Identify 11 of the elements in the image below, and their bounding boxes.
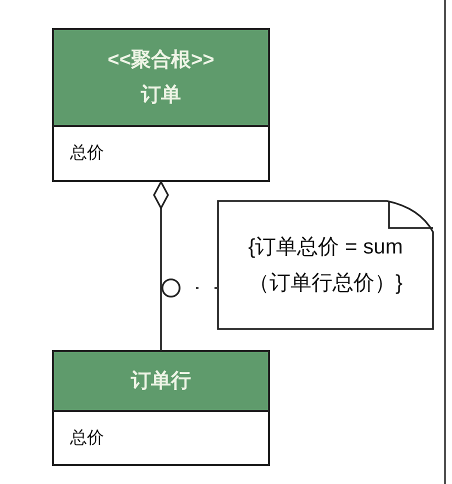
class-box — [52, 350, 270, 466]
note-box — [217, 200, 434, 330]
class-name: 订单行 — [131, 368, 191, 394]
attribute-text: 总价 — [70, 142, 104, 164]
aggregation-line — [153, 181, 169, 350]
class-box — [52, 28, 270, 182]
note-text: {订单总价 = sum（订单行总价）} — [247, 234, 404, 296]
stereotype-label: <<聚合根>> — [108, 48, 214, 72]
note-connector — [162, 278, 217, 298]
class-name: 订单 — [141, 82, 181, 108]
attribute-text: 总价 — [70, 426, 104, 449]
